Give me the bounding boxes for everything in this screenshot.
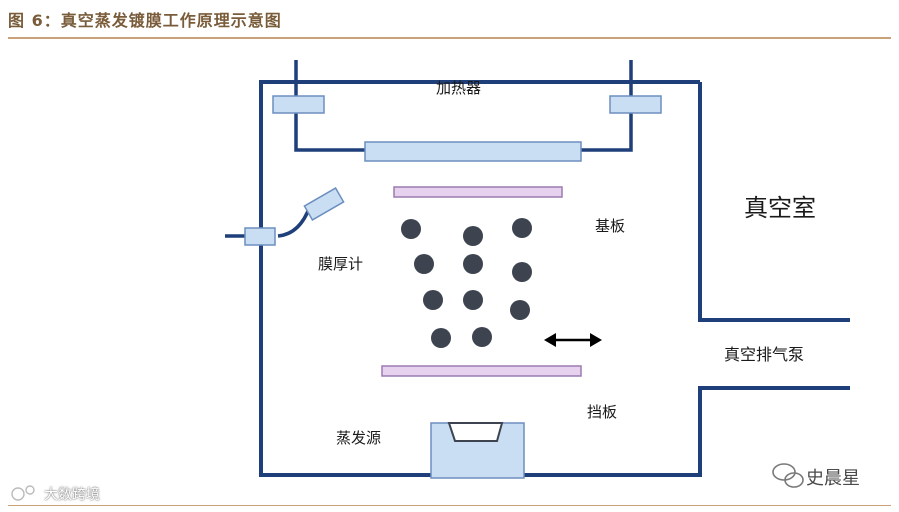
vacuum-chamber-wall (259, 80, 850, 477)
shutter-label: 挡板 (587, 403, 617, 421)
particle (512, 262, 532, 282)
watermark-logo-icon (11, 485, 35, 501)
particle (512, 218, 532, 238)
particle (510, 300, 530, 320)
heater-element (364, 141, 582, 162)
feedthrough-right (609, 95, 662, 114)
thickness-gauge-label: 膜厚计 (318, 255, 363, 273)
thickness-gauge-sensor (303, 187, 345, 221)
thickness-gauge-port (244, 227, 276, 246)
evaporation-source-label: 蒸发源 (336, 429, 381, 447)
evaporation-crucible (447, 422, 504, 442)
particle (401, 219, 421, 239)
vacuum-pump-label: 真空排气泵 (724, 345, 804, 364)
substrate-plate (393, 186, 563, 198)
shutter-motion-arrow (544, 333, 602, 347)
substrate-label: 基板 (595, 217, 625, 235)
heater-label: 加热器 (436, 79, 481, 97)
particle (463, 290, 483, 310)
particle (463, 254, 483, 274)
particle (423, 290, 443, 310)
evaporated-particles (401, 218, 532, 348)
particle (472, 327, 492, 347)
vacuum-chamber-wall-upper (698, 82, 850, 322)
heater-pipe-right (580, 60, 633, 152)
wechat-icon (772, 463, 804, 488)
feedthrough-left (272, 95, 325, 114)
figure-title: 图 6：真空蒸发镀膜工作原理示意图 (8, 11, 282, 30)
particle (414, 254, 434, 274)
watermark-right: 史晨星 (806, 468, 860, 489)
particle (431, 328, 451, 348)
header-divider (8, 37, 891, 39)
footer-divider (8, 505, 891, 506)
heater-pipe-left (294, 60, 365, 152)
watermark-left: 大数跨境 (44, 487, 100, 503)
vacuum-chamber-label: 真空室 (744, 194, 816, 222)
particle (463, 226, 483, 246)
shutter-plate (381, 365, 582, 377)
